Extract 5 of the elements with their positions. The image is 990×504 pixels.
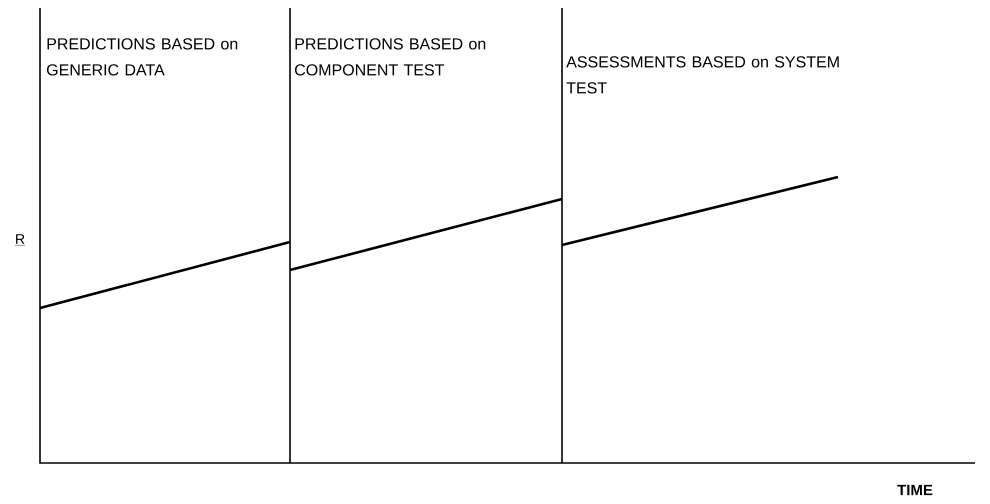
axis-label: TIME — [897, 484, 932, 496]
phase-label: PREDICTIONS BASED on COMPONENT TEST — [295, 38, 486, 76]
phase-label: PREDICTIONS BASED on GENERIC DATA — [47, 38, 238, 76]
axis-label: R — [14, 234, 26, 246]
phase-label: ASSESSMENTS BASED on SYSTEM TEST — [566, 56, 839, 94]
